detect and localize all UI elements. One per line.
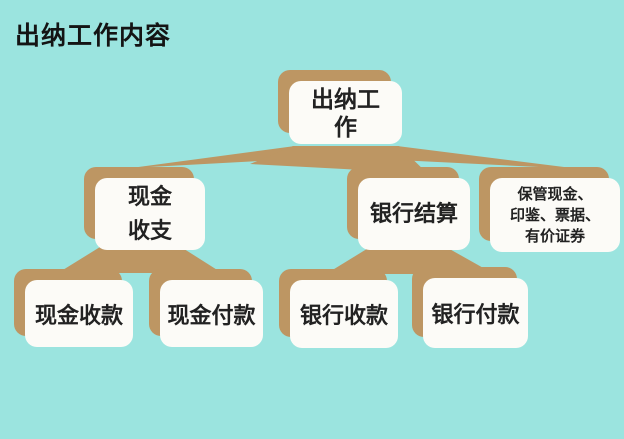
node-custody-of-cash-seals-bills-securities: 保管现金、 印鉴、票据、 有价证券 [490, 178, 620, 252]
node-label-line: 银行收款 [299, 303, 388, 328]
connector-root-center [250, 146, 428, 174]
node-bank-settlement: 银行结算 [358, 178, 470, 250]
node-label-line: 银行付款 [431, 302, 520, 327]
node-label-line: 现金付款 [167, 302, 256, 328]
node-cash-receipts-and-payments: 现金 收支 [95, 178, 205, 250]
node-label-line: 保管现金、 [517, 185, 593, 203]
node-bank-payment: 银行付款 [423, 278, 528, 348]
node-bank-receipt: 银行收款 [290, 280, 398, 348]
connector-root-to-cash [131, 146, 295, 168]
page-title: 出纳工作内容 [15, 22, 172, 50]
node-cash-receipt: 现金收款 [25, 280, 133, 347]
connector-bank-to-children [326, 247, 494, 274]
node-cash-payment: 现金付款 [160, 280, 263, 347]
connector-root-to-custody [397, 146, 580, 169]
node-label-line: 作 [334, 113, 357, 140]
node-label-line: 收支 [127, 218, 172, 243]
node-label-line: 银行结算 [369, 201, 458, 226]
node-label-line: 印鉴、票据、 [509, 206, 600, 224]
connector-cash-to-children [58, 247, 222, 273]
node-label-line: 现金收款 [34, 302, 123, 328]
node-label-line: 现金 [127, 184, 172, 209]
node-label-line: 出纳工 [311, 85, 380, 112]
node-label-line: 有价证券 [524, 227, 585, 245]
node-cashier-work: 出纳工 作 [289, 81, 402, 144]
